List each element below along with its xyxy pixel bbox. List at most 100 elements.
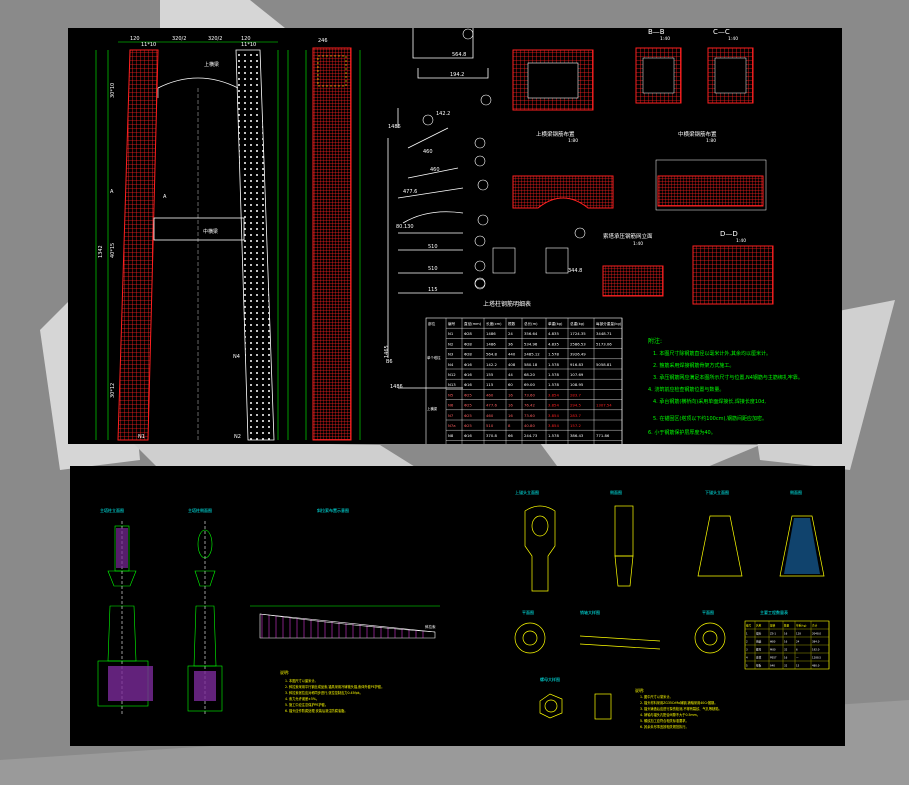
table-cell: 1486 (486, 341, 496, 346)
anchor-top-view (524, 505, 825, 592)
mid-beam-label: 中横梁 (203, 228, 218, 235)
table-cell: 108.95 (570, 382, 584, 387)
table-cell: Φ25 (464, 392, 472, 397)
mid-beam-layout-title: 中横梁钢筋布置 (678, 130, 717, 138)
dim-text: 30*12 (110, 383, 116, 398)
table-cell: Φ16 (464, 362, 472, 367)
table-cell: — (796, 657, 799, 660)
table-cell: 32 (784, 664, 788, 668)
table-cell: 销轴 (756, 640, 762, 644)
note-line: 4. 承台钢筋(横桥向)采用单面焊接长,焊接长度10d, (653, 398, 766, 405)
upper-beam-arch (157, 77, 239, 89)
view-title: 侧面图 (790, 489, 802, 495)
note-line: 1. 本图尺寸除钢筋直径以毫米计外,其余均以厘米计。 (653, 350, 771, 357)
node-label: A (110, 189, 114, 195)
table-cell: 115 (486, 382, 494, 387)
section-dd-title: D—D (720, 230, 738, 238)
rebar-length: 510 (428, 266, 438, 272)
table-header: 编号 (448, 321, 456, 326)
table-cell: 384.0 (812, 640, 820, 644)
rebar-length: 477.6 (403, 189, 417, 195)
light-panel (130, 440, 420, 470)
note-line: 6. 小于钢筋保护层厚度为40。 (648, 429, 716, 436)
note-line: 2. 斜拉索采用平行钢丝成品索,锚具采用冷铸镦头锚,索体外套PE护套。 (285, 684, 384, 689)
rebar-length: 344.8 (568, 268, 582, 274)
rebar-length: 460 (430, 167, 440, 173)
table-header: 长度(cm) (486, 321, 502, 326)
table-cell: 73.60 (524, 413, 535, 418)
table-cell: 283.7 (570, 413, 581, 418)
node-label: N2 (234, 434, 241, 440)
note-line: 3. 锚头铸造后应进行探伤检测,不得有裂纹、气孔等缺陷。 (640, 706, 722, 711)
table-cell: Φ25 (464, 403, 472, 408)
table-cell: 128 (796, 632, 801, 636)
table-cell: 44 (508, 372, 513, 377)
table-cell: 294.5 (570, 403, 581, 408)
notes-title: 说明: (635, 687, 644, 693)
table-cell: 4.835 (548, 341, 559, 346)
table-cell: M80 (770, 648, 776, 652)
table-cell: 20 (508, 443, 513, 444)
table-cell: Φ28 (464, 352, 472, 357)
mid-beam-rebar (657, 175, 764, 207)
table-cell: 107.69 (570, 372, 584, 377)
note-line: 5. 螺纹加工应符合相关标准要求。 (640, 718, 689, 723)
scale-label: 1:40 (736, 238, 746, 244)
note-line: 6. 其余未尽事宜按相关规范执行。 (640, 724, 689, 729)
section-dd (692, 245, 774, 305)
table-cell: 916.83 (570, 362, 584, 367)
view-title: 侧面图 (610, 489, 622, 495)
view-title: 下锚头立面图 (705, 489, 729, 495)
dim-text: 1342 (98, 245, 104, 258)
table-header: 编号 (746, 624, 752, 628)
view-title: 主塔柱侧面图 (188, 507, 212, 513)
table-cell: 24 (796, 640, 800, 644)
table-cell: 1.578 (548, 362, 559, 367)
scale-label: 1:40 (633, 241, 643, 247)
table-header: 名称 (756, 624, 762, 628)
mid-beam (153, 217, 245, 241)
table-cell: 460 (486, 392, 494, 397)
table-cell: 1.578 (548, 382, 559, 387)
rebar-table: 部位编号直径(mm)长度(cm)根数总长(m)单重(kg)总重(kg)每部分重量… (425, 317, 623, 444)
table-cell: 1.578 (548, 352, 559, 357)
table-cell: 15 (796, 664, 800, 668)
table-cell: Φ16 (464, 382, 472, 387)
table-cell: 386.43 (570, 433, 584, 438)
upper-beam-label: 上横梁 (204, 61, 219, 68)
table-cell: N7a (448, 423, 456, 428)
table-header: 根数 (508, 321, 516, 326)
table-cell: 4.835 (548, 331, 559, 336)
table-cell: 2048.0 (812, 632, 821, 636)
table-cell: 1288.5 (812, 656, 821, 660)
dim-text: 40*15 (110, 243, 116, 258)
rebar-length: 194.2 (450, 72, 464, 78)
table-cell: 3 (746, 648, 748, 652)
dim-text: B6 (386, 359, 393, 365)
table-header: 规格 (770, 624, 776, 628)
table-cell: N6 (448, 403, 454, 408)
table-cell: Φ16 (464, 372, 472, 377)
table-cell: 356.64 (524, 331, 538, 336)
table-cell: 5 (746, 664, 748, 668)
anchor-block (194, 671, 216, 701)
table-cell: 索体 (756, 656, 762, 660)
tower-right-leg (235, 49, 275, 441)
table-cell: 73.60 (524, 392, 535, 397)
table-header: 部位 (428, 321, 436, 326)
table-cell: 36 (508, 341, 513, 346)
pressure-bar-elevation (602, 265, 664, 297)
table-cell: Φ25 (464, 423, 472, 428)
table-cell: 32 (784, 648, 788, 652)
note-line: 4. 浇筑前应检查钢筋位置与数量。 (648, 386, 724, 393)
dim-text: 30*10 (110, 83, 116, 98)
table-cell: N13 (448, 382, 456, 387)
dim-text: 120 (241, 36, 251, 42)
dim-text: 11*10 (141, 42, 156, 48)
table-cell: 5058.81 (596, 362, 612, 367)
table-cell: 16 (508, 392, 513, 397)
table-cell: 477.6 (486, 403, 497, 408)
tower-left-leg (117, 49, 159, 441)
table-cell: 510 (486, 443, 494, 444)
